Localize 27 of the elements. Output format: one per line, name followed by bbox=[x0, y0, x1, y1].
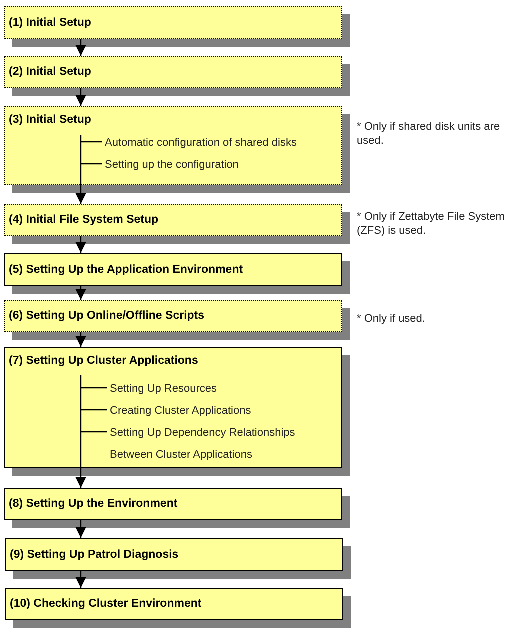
arrow bbox=[76, 185, 86, 204]
step-title: (9) Setting Up Patrol Diagnosis bbox=[10, 548, 179, 562]
substep-text: Automatic configuration of shared disks bbox=[105, 136, 298, 151]
substep-text: Setting up the configuration bbox=[105, 158, 240, 173]
step-title: (7) Setting Up Cluster Applications bbox=[9, 354, 198, 368]
substep-text: Creating Cluster Applications bbox=[110, 404, 252, 419]
step-title: (10) Checking Cluster Environment bbox=[10, 597, 202, 611]
step-title: (6) Setting Up Online/Offline Scripts bbox=[9, 309, 205, 323]
step-title: (1) Initial Setup bbox=[9, 16, 92, 30]
step-title: (8) Setting Up the Environment bbox=[9, 497, 178, 511]
arrow bbox=[76, 88, 86, 106]
step-title: (5) Setting Up the Application Environment bbox=[9, 262, 244, 276]
substep-text: Setting Up Resources bbox=[110, 382, 218, 397]
arrow bbox=[76, 236, 86, 253]
step-title: (2) Initial Setup bbox=[9, 65, 92, 79]
arrow bbox=[76, 571, 86, 588]
substep-text: Setting Up Dependency Relationships Between Cluster Applications bbox=[110, 426, 296, 463]
arrow bbox=[76, 520, 86, 538]
arrow bbox=[76, 332, 86, 347]
note-text: * Only if Zettabyte File System (ZFS) is used. bbox=[357, 210, 506, 238]
arrow bbox=[76, 286, 86, 300]
step-title: (4) Initial File System Setup bbox=[9, 213, 159, 227]
note-text: * Only if shared disk units are used. bbox=[357, 120, 502, 148]
arrow bbox=[76, 468, 86, 488]
note-text: * Only if used. bbox=[357, 312, 426, 326]
arrow bbox=[76, 39, 86, 56]
step-title: (3) Initial Setup bbox=[9, 113, 92, 127]
